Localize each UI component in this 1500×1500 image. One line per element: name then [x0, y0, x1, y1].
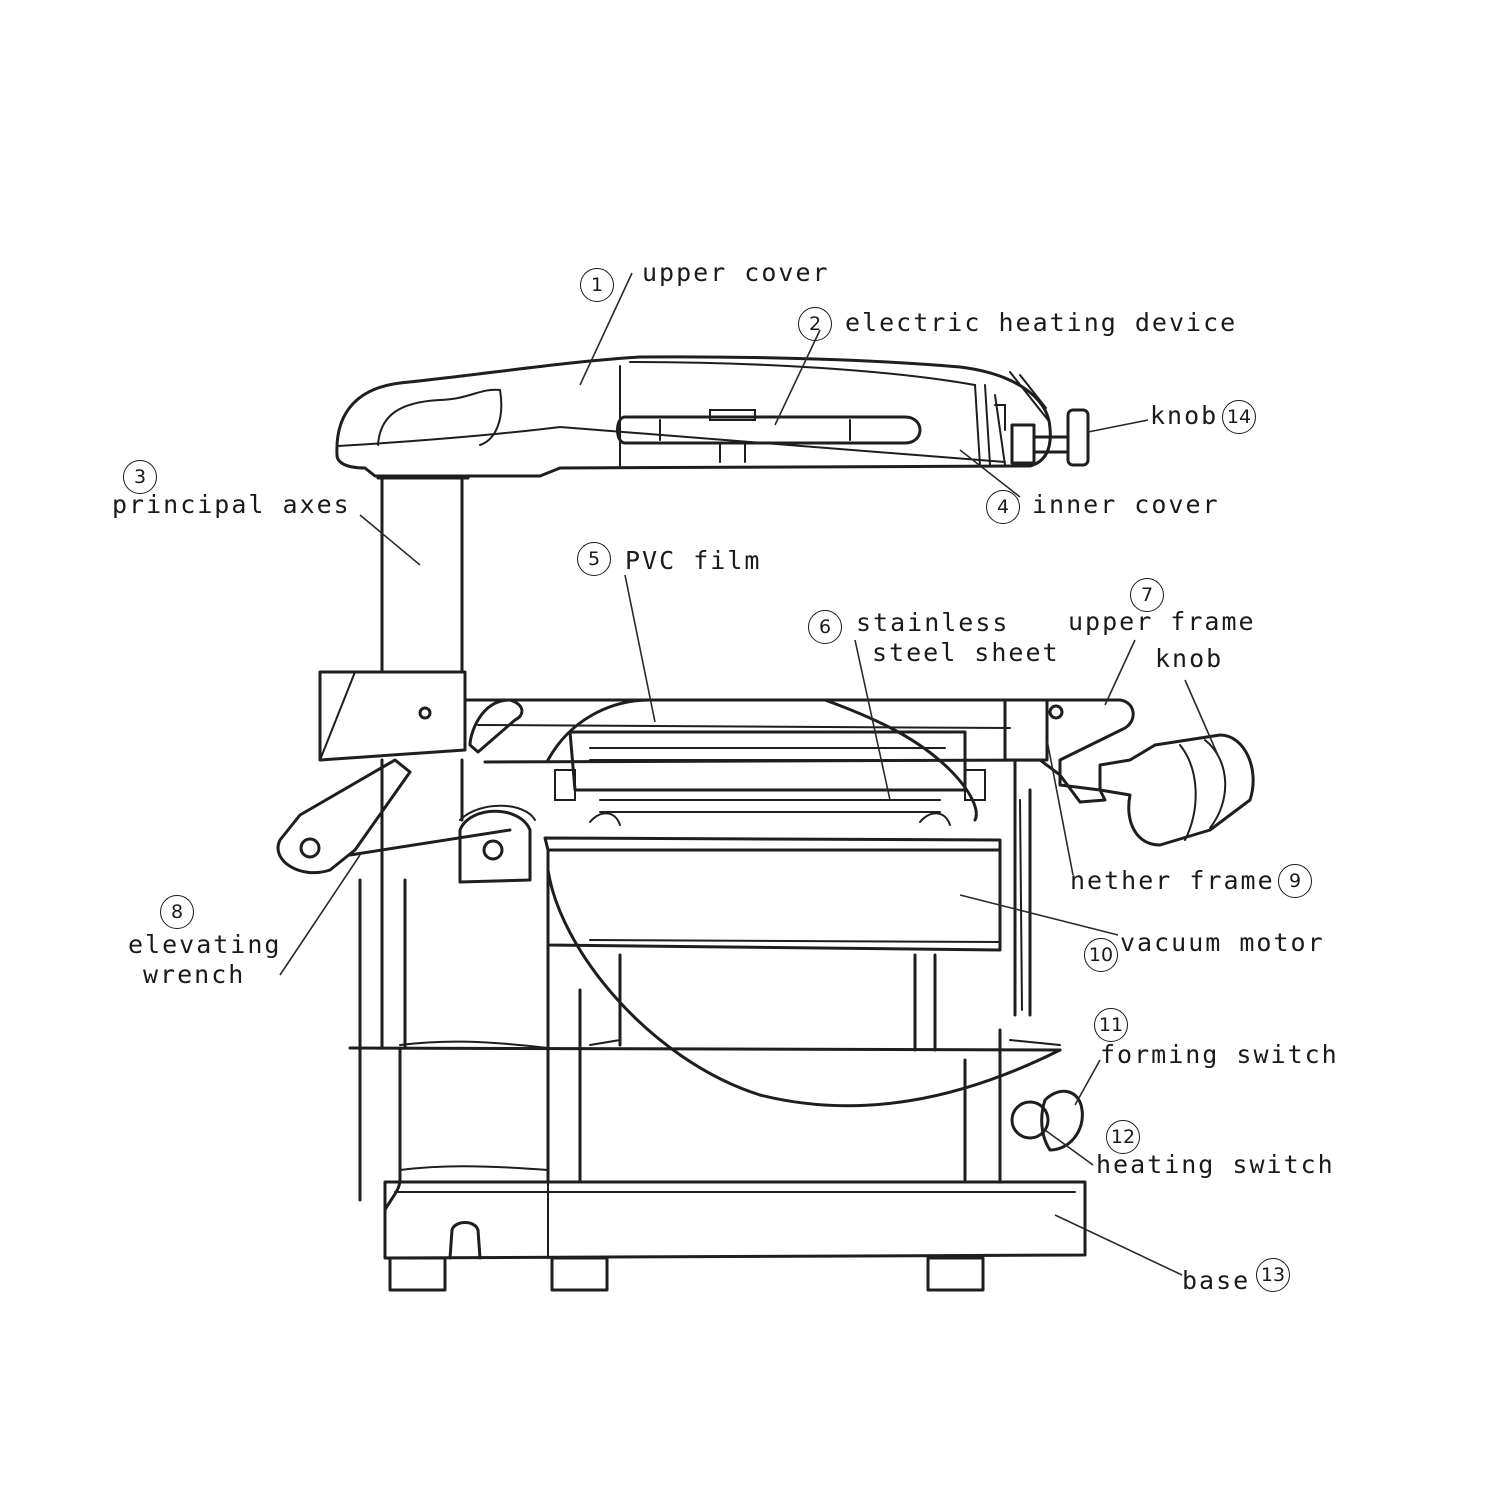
part-number-11: 11 — [1094, 1008, 1128, 1042]
label-vacuum-motor: vacuum motor — [1120, 928, 1325, 957]
label-heating-switch: heating switch — [1096, 1150, 1335, 1179]
part-number-3: 3 — [123, 460, 157, 494]
elevating-wrench-drawing — [276, 758, 536, 884]
label-frame-knob: knob — [1155, 644, 1224, 673]
part-number-4: 4 — [986, 490, 1020, 524]
label-steel-sheet: steel sheet — [872, 638, 1060, 667]
label-wrench: wrench — [143, 960, 246, 989]
lower-body-drawing — [348, 943, 1084, 1212]
part-number-13: 13 — [1256, 1258, 1290, 1292]
label-forming-switch: forming switch — [1100, 1040, 1339, 1069]
label-principal-axes: principal axes — [112, 490, 351, 519]
label-nether-frame: nether frame — [1070, 866, 1275, 895]
part-number-1: 1 — [580, 268, 614, 302]
part-number-10: 10 — [1084, 938, 1118, 972]
part-number-12: 12 — [1106, 1120, 1140, 1154]
label-inner-cover: inner cover — [1032, 490, 1220, 519]
label-base: base — [1182, 1266, 1251, 1295]
upper-frame-knob-drawing — [1098, 733, 1255, 847]
part-number-8: 8 — [160, 895, 194, 929]
part-number-7: 7 — [1130, 578, 1164, 612]
part-number-9: 9 — [1278, 864, 1312, 898]
label-upper-frame: upper frame — [1068, 607, 1256, 636]
label-upper-cover: upper cover — [642, 258, 830, 287]
base-drawing — [383, 1180, 1087, 1292]
label-stainless: stainless — [856, 608, 1010, 637]
part-number-2: 2 — [798, 307, 832, 341]
upper-cover-drawing — [335, 355, 1052, 478]
top-knob-drawing — [994, 404, 1090, 467]
label-knob: knob — [1150, 401, 1219, 430]
part-number-14: 14 — [1222, 400, 1256, 434]
vacuum-motor-drawing — [543, 758, 1062, 1108]
frame-arm-drawing — [318, 670, 1135, 804]
part-number-6: 6 — [808, 610, 842, 644]
forming-chamber-drawing — [546, 698, 986, 826]
label-pvc-film: PVC film — [625, 546, 762, 575]
heating-device-drawing — [616, 409, 922, 463]
part-number-5: 5 — [577, 542, 611, 576]
leader-lines — [279, 272, 1221, 1276]
label-electric-heating-device: electric heating device — [845, 308, 1238, 337]
principal-axis-drawing — [358, 476, 470, 1202]
label-elevating: elevating — [128, 930, 282, 959]
